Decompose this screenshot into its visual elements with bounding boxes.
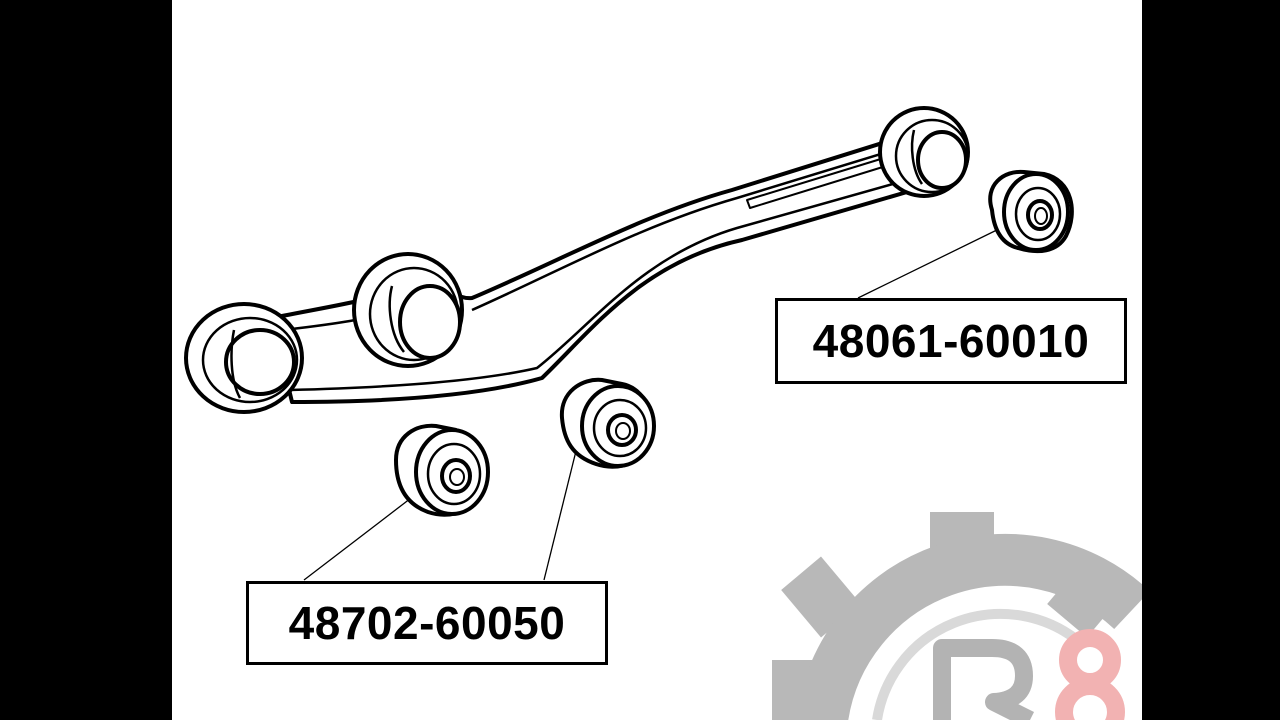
control-arm	[184, 106, 970, 414]
diagram-panel: 48061-60010 48702-60050	[172, 0, 1142, 720]
watermark-r8-text	[933, 629, 1125, 720]
leader-line-b2	[543, 450, 577, 581]
leader-line-a	[857, 225, 1006, 299]
control-arm-drawing	[184, 106, 1142, 720]
bushing-lower-left	[393, 423, 490, 517]
part-number-label-lower: 48702-60050	[246, 581, 608, 665]
part-number-label-upper: 48061-60010	[775, 298, 1127, 384]
leader-line-b1	[303, 494, 416, 581]
watermark-logo	[772, 512, 1142, 720]
leader-lines	[303, 225, 1006, 581]
bushing-lower-middle	[559, 377, 656, 469]
bushing-upper-right	[988, 169, 1074, 254]
